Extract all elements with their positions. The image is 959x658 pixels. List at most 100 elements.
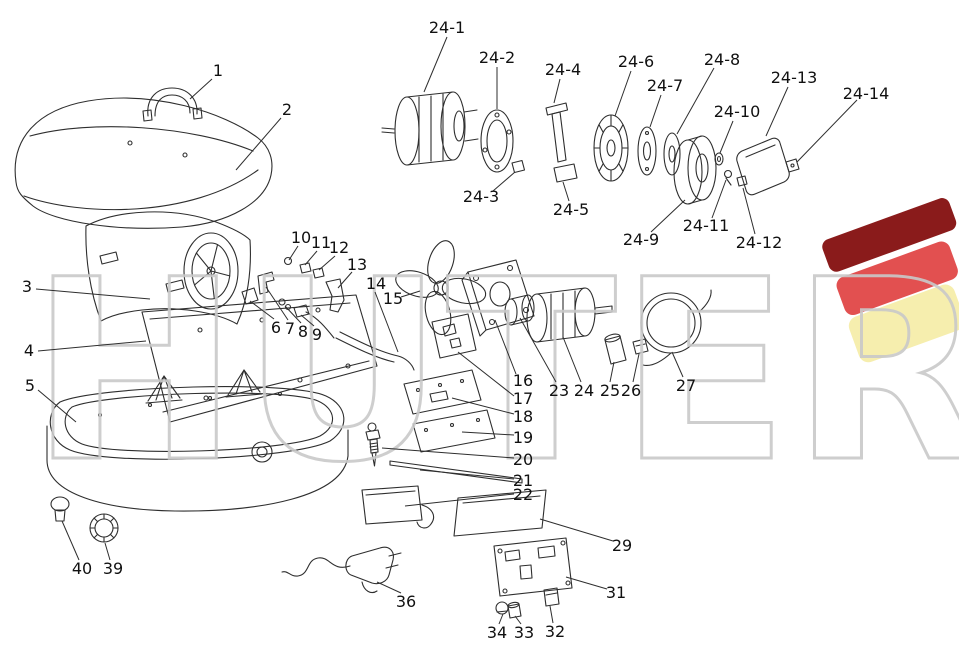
burner-assembly [381,91,800,205]
part-disc-plate [663,132,681,176]
part-mount-bracket [461,259,535,337]
part-label-15: 15 [383,289,403,308]
leader-line-32 [549,605,554,624]
logo-layer-red [836,241,958,316]
part-igniter [365,422,381,467]
part-label-25: 25 [600,381,620,400]
part-disc-gasket [637,126,657,176]
leader-line-20 [381,447,515,459]
part-label-24-14: 24-14 [843,84,890,103]
part-label-16: 16 [513,371,533,390]
leader-line-40 [61,520,80,561]
leader-line-24-12 [742,187,756,235]
logo-layer-yellow [848,284,959,363]
leader-line-21 [419,469,515,480]
part-label-4: 4 [24,341,34,360]
leader-line-19 [461,431,515,436]
leader-line-24-14 [796,99,858,163]
part-label-9: 9 [312,325,322,344]
part-label-29: 29 [612,536,632,555]
part-label-21: 21 [513,471,533,490]
leader-line-1 [189,78,213,100]
part-spacer [785,158,800,173]
leader-line-4 [37,340,147,352]
part-tank-knob [89,513,119,543]
leader-line-13 [337,271,353,289]
part-bolt [723,169,733,186]
part-transformer [361,485,435,529]
part-label-13: 13 [347,255,367,274]
leader-line-25 [609,361,615,383]
part-label-24-9: 24-9 [623,230,659,249]
leader-line-24 [562,336,582,383]
part-label-2: 2 [282,100,292,119]
part-label-24-1: 24-1 [429,18,465,37]
part-flange-ring [480,109,514,173]
part-label-23: 23 [549,381,569,400]
part-label-24-4: 24-4 [545,60,581,79]
part-plate [453,489,547,537]
part-bracket-lower [553,163,578,183]
part-label-17: 17 [513,389,533,408]
part-label-22: 22 [513,485,533,504]
leader-line-36 [376,581,402,594]
part-label-26: 26 [621,381,641,400]
part-label-14: 14 [366,274,386,293]
leader-line-24-5 [562,181,570,202]
leader-line-17 [457,351,515,397]
leader-line-14 [374,291,399,353]
leader-line-24-13 [765,86,789,137]
part-label-5: 5 [25,376,35,395]
part-label-20: 20 [513,450,533,469]
leader-line-33 [514,615,522,625]
part-label-10: 10 [291,228,311,247]
leader-line-24-4 [553,78,561,104]
part-main-motor [526,287,613,343]
part-buzzer-dome [495,601,509,615]
part-junction-box [736,137,790,196]
leader-line-24-6 [614,70,632,117]
part-label-24-12: 24-12 [736,233,783,252]
part-capacitor [604,333,627,365]
part-label-18: 18 [513,407,533,426]
part-label-24-11: 24-11 [683,216,730,235]
leader-line-24-11 [711,179,727,219]
part-flame-tube [504,294,535,326]
leader-line-2 [235,117,282,171]
leader-line-39 [104,542,111,561]
leader-line-15 [400,290,421,298]
part-cap [50,496,70,522]
part-washer [714,152,724,166]
part-label-24-10: 24-10 [714,102,761,121]
part-fan [395,240,487,336]
leader-line-16 [494,319,517,375]
part-pcb-small [403,369,482,415]
part-label-24: 24 [574,381,594,400]
part-clip [511,159,526,174]
leader-line-27 [671,351,684,378]
part-label-31: 31 [606,583,626,602]
part-rod [389,460,523,484]
part-pcb-large [412,409,496,453]
part-fuel-hoses [335,331,415,371]
leader-line-18 [451,397,515,415]
leader-line-24-9 [650,199,686,233]
part-label-33: 33 [514,623,534,642]
part-small-capacitor [507,601,522,619]
part-label-36: 36 [396,592,416,611]
brand-logo [822,198,959,363]
part-relay [543,587,560,607]
part-label-40: 40 [72,559,92,578]
part-label-1: 1 [213,61,223,80]
part-label-27: 27 [676,376,696,395]
part-label-11: 11 [311,233,331,252]
leader-line-9 [300,314,315,327]
part-power-cord [281,546,402,594]
part-label-7: 7 [285,319,295,338]
part-base-tank [46,369,349,512]
part-label-24-6: 24-6 [618,52,654,71]
part-label-34: 34 [487,623,507,642]
leader-line-24-10 [719,120,734,154]
